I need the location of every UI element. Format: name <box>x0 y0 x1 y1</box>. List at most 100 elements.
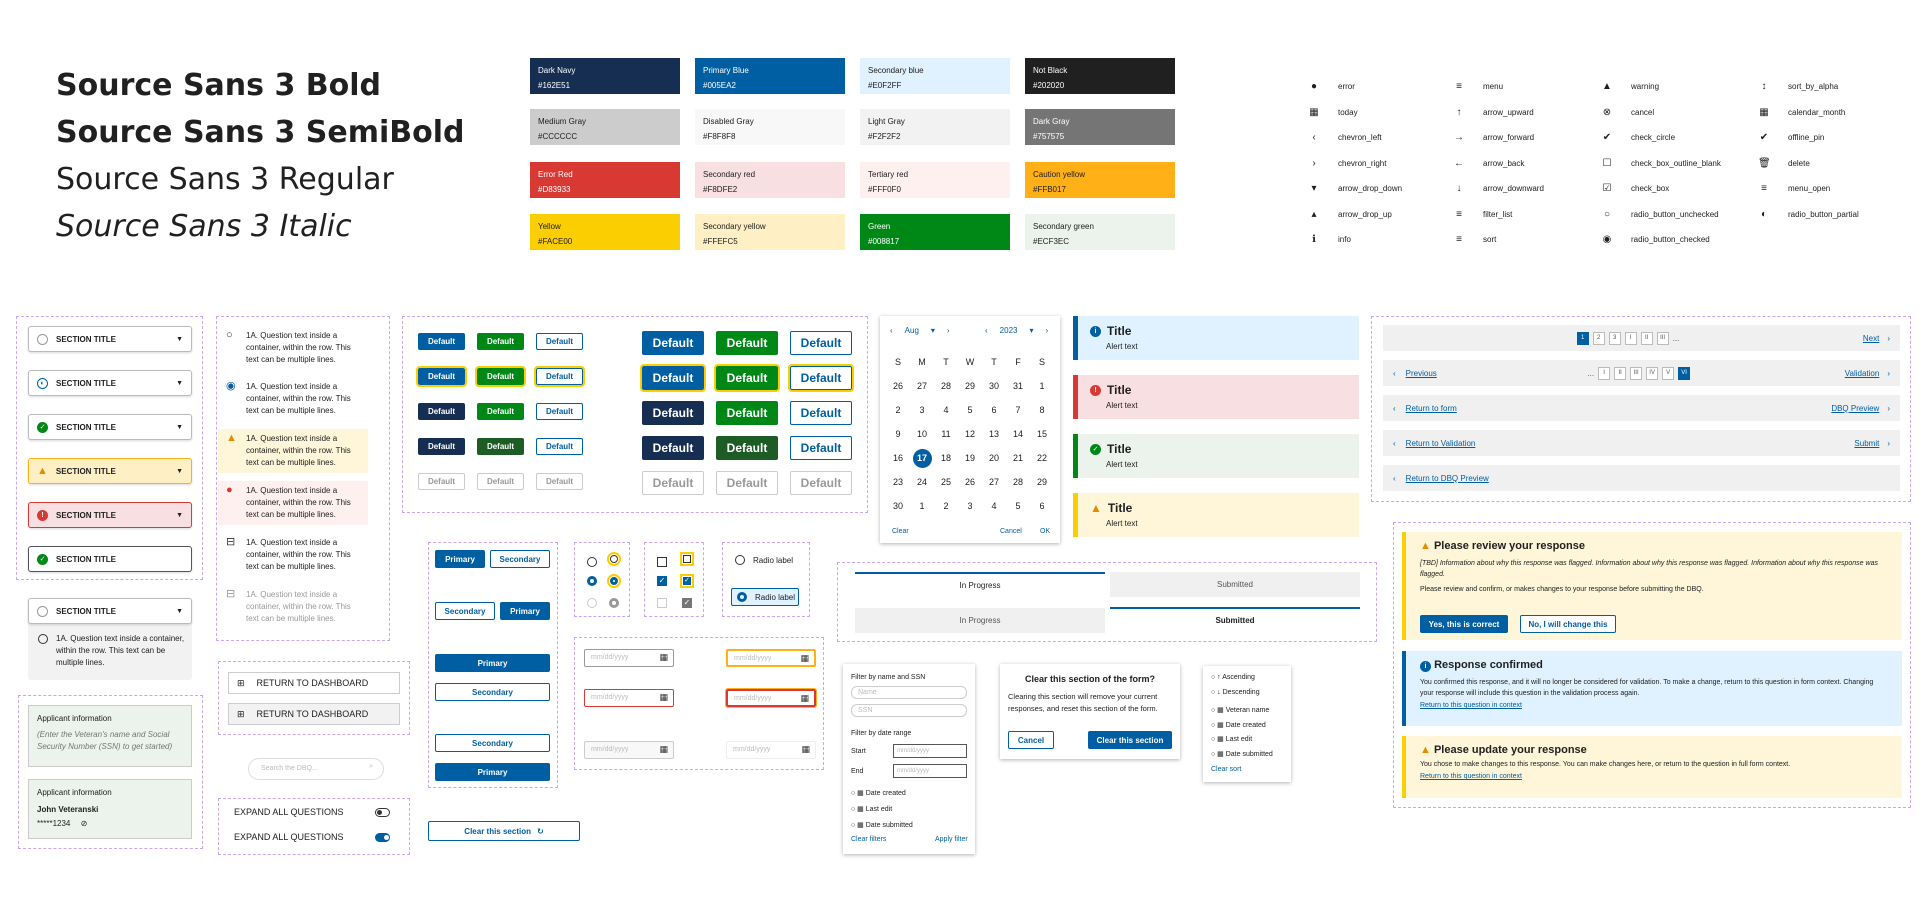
calendar-day[interactable]: 19 <box>958 446 982 470</box>
next-link[interactable]: Next <box>1862 333 1880 343</box>
page-number[interactable]: III <box>1630 366 1643 380</box>
calendar-day[interactable]: 22 <box>1030 446 1054 470</box>
default-button-large[interactable]: Default <box>790 436 852 460</box>
default-button-large[interactable]: Default <box>790 401 852 425</box>
tab-in-progress-active[interactable]: In Progress <box>855 572 1105 597</box>
calendar-day[interactable]: 4 <box>982 494 1006 518</box>
secondary-button[interactable]: Secondary <box>435 602 495 620</box>
calendar-day[interactable]: 2 <box>934 494 958 518</box>
page-number[interactable]: I <box>1598 366 1611 380</box>
default-button-large[interactable]: Default <box>640 364 706 392</box>
primary-button[interactable]: Primary <box>435 654 550 672</box>
calendar-month[interactable]: Aug <box>904 326 919 335</box>
default-button-large[interactable]: Default <box>716 436 778 460</box>
page-number[interactable]: 1 <box>1576 331 1589 345</box>
year-selector[interactable]: ‹2023▾› <box>985 326 1049 335</box>
date-input-error-focus[interactable]: mm/dd/yyyy <box>725 688 817 708</box>
month-selector[interactable]: ‹Aug▾› <box>890 326 950 335</box>
calendar-year[interactable]: 2023 <box>999 326 1018 335</box>
calendar-day[interactable]: 11 <box>934 422 958 446</box>
default-button[interactable]: Default <box>477 438 524 455</box>
expand-toggle-on[interactable] <box>375 833 390 842</box>
calendar-day[interactable]: 30 <box>886 494 910 518</box>
change-button[interactable]: No, I will change this <box>1520 615 1616 633</box>
calendar-day[interactable]: 26 <box>886 374 910 398</box>
option-last-edit[interactable]: Last edit <box>865 806 893 813</box>
calendar-day[interactable]: 29 <box>958 374 982 398</box>
return-context-link[interactable]: Return to this question in context <box>1420 702 1522 709</box>
tab-submitted[interactable]: Submitted <box>1110 572 1360 597</box>
default-button-large[interactable]: Default <box>790 331 852 355</box>
default-button[interactable]: Default <box>418 333 465 350</box>
date-input-focus[interactable]: mm/dd/yyyy <box>726 649 816 667</box>
confirm-button[interactable]: Yes, this is correct <box>1420 615 1508 633</box>
default-button[interactable]: Default <box>477 403 524 420</box>
end-date-input[interactable]: mm/dd/yyyy <box>893 764 967 778</box>
default-button-large[interactable]: Default <box>642 401 704 425</box>
calendar-day[interactable]: 10 <box>910 422 934 446</box>
calendar-day[interactable]: 31 <box>1006 374 1030 398</box>
option-date-submitted[interactable]: Date submitted <box>865 822 913 829</box>
primary-button[interactable]: Primary <box>435 550 485 568</box>
question-row[interactable]: ◉1A. Question text inside a container, w… <box>218 377 368 421</box>
page-number[interactable]: II <box>1640 331 1653 345</box>
radio-unchecked[interactable] <box>587 554 597 572</box>
tab-in-progress[interactable]: In Progress <box>855 608 1105 633</box>
accordion-error[interactable]: !SECTION TITLE▼ <box>28 502 192 528</box>
question-row[interactable]: ▲1A. Question text inside a container, w… <box>218 429 368 473</box>
date-input[interactable]: mm/dd/yyyy <box>584 649 674 667</box>
chevron-right-icon[interactable]: › <box>1045 326 1049 335</box>
calendar-ok[interactable]: OK <box>1040 528 1051 535</box>
radio-focus[interactable] <box>607 552 621 566</box>
ssn-input[interactable]: SSN <box>851 704 967 717</box>
start-date-input[interactable]: mm/dd/yyyy <box>893 744 967 758</box>
chevron-left-icon[interactable]: ‹ <box>890 326 893 335</box>
default-button-large[interactable]: Default <box>790 471 852 495</box>
dbq-preview-link[interactable]: DBQ Preview <box>1831 403 1880 413</box>
expand-toggle-off[interactable] <box>375 808 390 817</box>
calendar-day[interactable]: 6 <box>1030 494 1054 518</box>
page-number[interactable]: V <box>1662 366 1675 380</box>
calendar-day[interactable]: 4 <box>934 398 958 422</box>
dialog-confirm-button[interactable]: Clear this section <box>1088 731 1172 749</box>
accordion-complete[interactable]: ✓SECTION TITLE▼ <box>28 414 192 440</box>
secondary-button[interactable]: Secondary <box>435 683 550 701</box>
default-button[interactable]: Default <box>475 366 526 387</box>
option-date-created[interactable]: Date created <box>865 790 906 797</box>
return-validation-link[interactable]: Return to Validation <box>1405 438 1476 448</box>
primary-button[interactable]: Primary <box>500 602 550 620</box>
calendar-cancel[interactable]: Cancel <box>1000 528 1022 535</box>
calendar-day[interactable]: 27 <box>910 374 934 398</box>
return-context-link[interactable]: Return to this question in context <box>1420 773 1522 780</box>
default-button-large[interactable]: Default <box>716 471 778 495</box>
page-number[interactable]: I <box>1624 331 1637 345</box>
secondary-button[interactable]: Secondary <box>490 550 550 568</box>
calendar-day[interactable]: 8 <box>1030 398 1054 422</box>
date-input-error[interactable]: mm/dd/yyyy <box>584 689 674 707</box>
calendar-day[interactable]: 12 <box>958 422 982 446</box>
calendar-day[interactable]: 26 <box>958 470 982 494</box>
default-button[interactable]: Default <box>418 403 465 420</box>
sort-option[interactable]: ○ ▦ Last edit <box>1211 735 1252 743</box>
sort-option[interactable]: ○ ▦ Date created <box>1211 721 1266 729</box>
checkbox-focus[interactable] <box>680 552 694 566</box>
tab-submitted-active[interactable]: Submitted <box>1110 607 1360 632</box>
sort-option[interactable]: ○ ↑ Ascending <box>1211 674 1255 681</box>
clear-filters-link[interactable]: Clear filters <box>851 836 887 843</box>
default-button[interactable]: Default <box>418 438 465 455</box>
page-number[interactable]: III <box>1656 331 1669 345</box>
calendar-day[interactable]: 6 <box>982 398 1006 422</box>
calendar-day[interactable]: 16 <box>886 446 910 470</box>
checkbox-unchecked[interactable] <box>657 554 667 572</box>
question-row[interactable]: ⊟1A. Question text inside a container, w… <box>218 533 368 577</box>
accordion-partial[interactable]: ◐SECTION TITLE▼ <box>28 370 192 396</box>
question-row[interactable]: ●1A. Question text inside a container, w… <box>218 481 368 525</box>
calendar-day[interactable]: 20 <box>982 446 1006 470</box>
date-options[interactable]: ○ ▦ Date created○ ▦ Last edit○ ▦ Date su… <box>851 790 913 829</box>
radio-checked[interactable] <box>587 576 597 586</box>
validation-link[interactable]: Validation <box>1844 368 1880 378</box>
calendar-day[interactable]: 28 <box>1006 470 1030 494</box>
return-dashboard-button[interactable]: ⊞RETURN TO DASHBOARD <box>228 672 400 694</box>
default-button[interactable]: Default <box>477 473 524 490</box>
